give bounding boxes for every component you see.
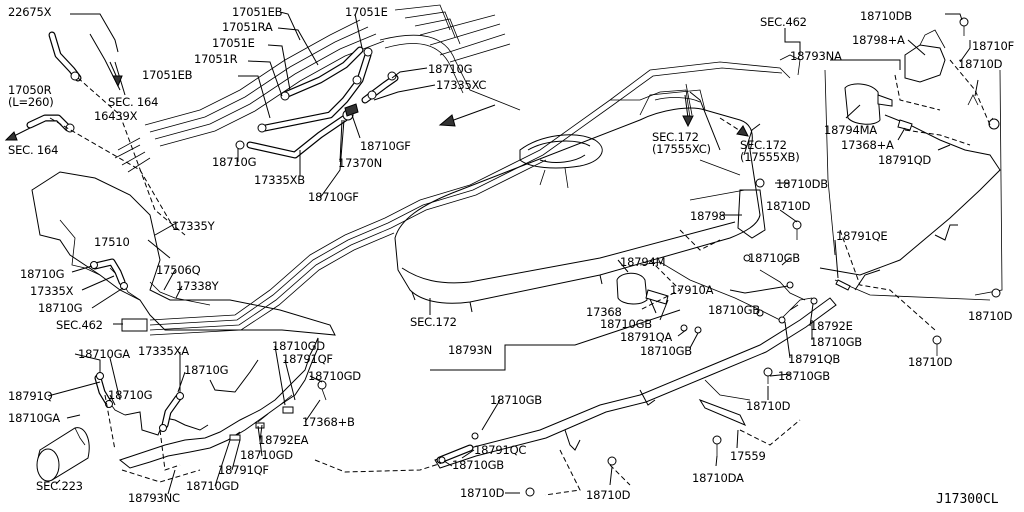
label-18793nc: 18793NC	[128, 491, 180, 505]
label-sec172-a: SEC.172	[652, 130, 699, 144]
label-17050r: 17050R	[8, 83, 52, 97]
label-18710d-topright: 18710D	[958, 57, 1003, 71]
label-17051e-right: 17051E	[345, 5, 388, 19]
leader-lines	[47, 11, 979, 495]
direction-arrows	[4, 61, 749, 141]
label-18710gb-4: 18710GB	[640, 344, 692, 358]
label-18794m: 18794M	[620, 255, 666, 269]
label-18710gf-upper: 18710GF	[360, 139, 411, 153]
label-17335xb: 17335XB	[254, 173, 305, 187]
label-sec223: SEC.223	[36, 479, 83, 493]
label-17368: 17368	[586, 305, 622, 319]
label-18710gd-1: 18710GD	[272, 339, 325, 353]
label-17335x: 17335X	[30, 284, 74, 298]
label-17506q: 17506Q	[156, 263, 201, 277]
label-17051eb-top: 17051EB	[232, 5, 283, 19]
label-18798: 18798	[690, 209, 726, 223]
label-18791qa: 18791QA	[620, 330, 673, 344]
label-18710d-bottom1: 18710D	[460, 486, 505, 500]
label-18791qc: 18791QC	[474, 443, 527, 457]
label-18710d-lower: 18710D	[746, 399, 791, 413]
label-18710gf-lower: 18710GF	[308, 190, 359, 204]
label-18710gd-4: 18710GD	[186, 479, 239, 493]
label-18710gd-3: 18710GD	[240, 448, 293, 462]
label-18710g-upper: 18710G	[428, 62, 473, 76]
hose-17335x	[90, 258, 211, 306]
label-18710gb-1: 18710GB	[748, 251, 800, 265]
label-18710gb-8: 18710GB	[452, 458, 504, 472]
label-17335y: 17335Y	[172, 219, 215, 233]
label-18710g-mid: 18710G	[212, 155, 257, 169]
upper-hoses	[235, 46, 399, 159]
label-18710db-top: 18710DB	[860, 9, 912, 23]
label-18710gb-3: 18710GB	[600, 317, 652, 331]
label-18791q: 18791Q	[8, 389, 53, 403]
fuel-tank	[394, 89, 761, 313]
label-17555xc: (17555XC)	[652, 142, 711, 156]
label-sec172-tank: SEC.172	[410, 315, 457, 329]
label-sec462-top: SEC.462	[760, 15, 807, 29]
label-17051eb-mid: 17051EB	[142, 68, 193, 82]
label-17051e-left: 17051E	[212, 36, 255, 50]
label-22675x: 22675X	[8, 5, 52, 19]
upper-tube-bundle	[114, 4, 521, 173]
label-18710da: 18710DA	[692, 471, 744, 485]
label-18710g-left2: 18710G	[38, 301, 83, 315]
label-18792ea: 18792EA	[258, 433, 309, 447]
label-18798a: 18798+A	[852, 33, 905, 47]
label-18710gb-6: 18710GB	[778, 369, 830, 383]
label-sec462-left: SEC.462	[56, 318, 103, 332]
label-17051r: 17051R	[194, 52, 238, 66]
label-17559: 17559	[730, 449, 766, 463]
label-18710ga-1: 18710GA	[78, 347, 130, 361]
label-18710gd-2: 18710GD	[308, 369, 361, 383]
label-18710gb-7: 18710GB	[490, 393, 542, 407]
label-18710f: 18710F	[972, 39, 1014, 53]
fuel-filter-canister	[36, 427, 90, 482]
label-18710d-bottom2: 18710D	[586, 488, 631, 502]
label-17335xa: 17335XA	[138, 344, 189, 358]
dashed-leaders	[49, 59, 991, 496]
main-tube-lines	[149, 54, 801, 336]
label-17368a: 17368+A	[841, 138, 894, 152]
label-17338y: 17338Y	[176, 279, 219, 293]
label-18793n: 18793N	[448, 343, 492, 357]
label-18710d-mid: 18710D	[766, 199, 811, 213]
label-18792e: 18792E	[810, 319, 853, 333]
label-18791qb: 18791QB	[788, 352, 841, 366]
label-16439x: 16439X	[94, 109, 138, 123]
label-l260: (L=260)	[8, 95, 54, 109]
label-17335xc: 17335XC	[436, 78, 487, 92]
label-18710g-left1: 18710G	[20, 267, 65, 281]
label-18794ma: 18794MA	[824, 123, 877, 137]
label-18710ga-2: 18710GA	[8, 411, 60, 425]
label-sec164-lower: SEC. 164	[8, 143, 59, 157]
label-18791qf-1: 18791QF	[282, 352, 333, 366]
label-17555xb: (17555XB)	[740, 150, 800, 164]
label-17510: 17510	[94, 235, 130, 249]
label-18791qd: 18791QD	[878, 153, 932, 167]
label-17910a: 17910A	[670, 283, 714, 297]
label-18791qe: 18791QE	[836, 229, 888, 243]
label-18710gb-2: 18710GB	[708, 303, 760, 317]
label-18710d-right-lower: 18710D	[908, 355, 953, 369]
label-sec164-upper: SEC. 164	[108, 95, 159, 109]
label-17051ra: 17051RA	[222, 20, 273, 34]
label-18710g-lower2: 18710G	[108, 388, 153, 402]
label-17368b: 17368+B	[302, 415, 355, 429]
label-18710db-mid: 18710DB	[776, 177, 828, 191]
label-sec172-b: SEC.172	[740, 138, 787, 152]
label-18791qf-2: 18791QF	[218, 463, 269, 477]
label-18710d-right: 18710D	[968, 309, 1013, 323]
center-right-assembly	[434, 178, 851, 497]
diagram-reference-code: J17300CL	[936, 492, 999, 507]
label-18793na: 18793NA	[790, 49, 842, 63]
label-17370n: 17370N	[338, 156, 382, 170]
label-18710g-lower1: 18710G	[184, 363, 229, 377]
hose-22675x	[26, 31, 82, 133]
label-18710gb-5: 18710GB	[810, 335, 862, 349]
